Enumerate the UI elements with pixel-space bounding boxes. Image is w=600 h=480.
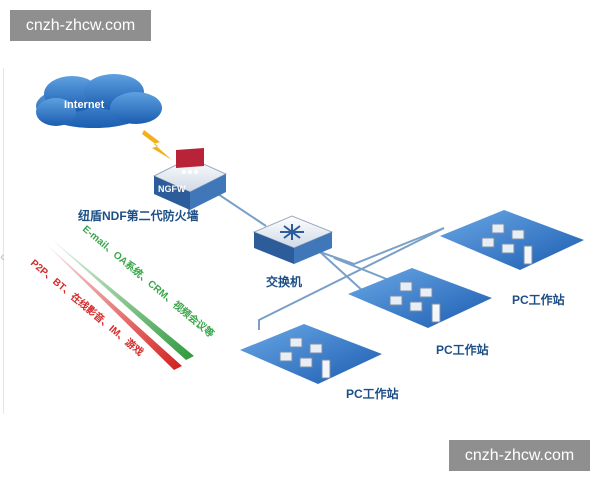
workstation-group-3 xyxy=(240,324,382,384)
workstation-group-1 xyxy=(440,210,584,270)
workstation-label-3: PC工作站 xyxy=(346,386,399,401)
blocked-traffic-streak xyxy=(46,244,182,370)
chevron-left-icon: ‹ xyxy=(0,248,5,264)
firewall-device-icon xyxy=(152,148,228,210)
network-links xyxy=(217,193,445,330)
internet-cloud-icon xyxy=(36,74,162,128)
workstation-group-2 xyxy=(348,268,492,328)
network-diagram: Internet NGFW 纽盾NDF第二代防火墙 交换机 PC工作站 xyxy=(28,74,584,401)
internet-label: Internet xyxy=(64,99,105,111)
allowed-traffic-streak xyxy=(50,238,194,360)
switch-label: 交换机 xyxy=(266,274,302,289)
workstation-label-2: PC工作站 xyxy=(436,342,489,357)
watermark-top: cnzh-zhcw.com xyxy=(10,10,151,41)
lightning-icon xyxy=(142,130,172,160)
workstation-label-1: PC工作站 xyxy=(512,292,565,307)
watermark-bottom: cnzh-zhcw.com xyxy=(449,440,590,471)
ngfw-label: NGFW xyxy=(158,184,186,194)
switch-device-icon xyxy=(252,215,334,264)
diagram-panel: Internet NGFW 纽盾NDF第二代防火墙 交换机 PC工作站 xyxy=(3,68,598,414)
firewall-label: 纽盾NDF第二代防火墙 xyxy=(78,208,199,223)
